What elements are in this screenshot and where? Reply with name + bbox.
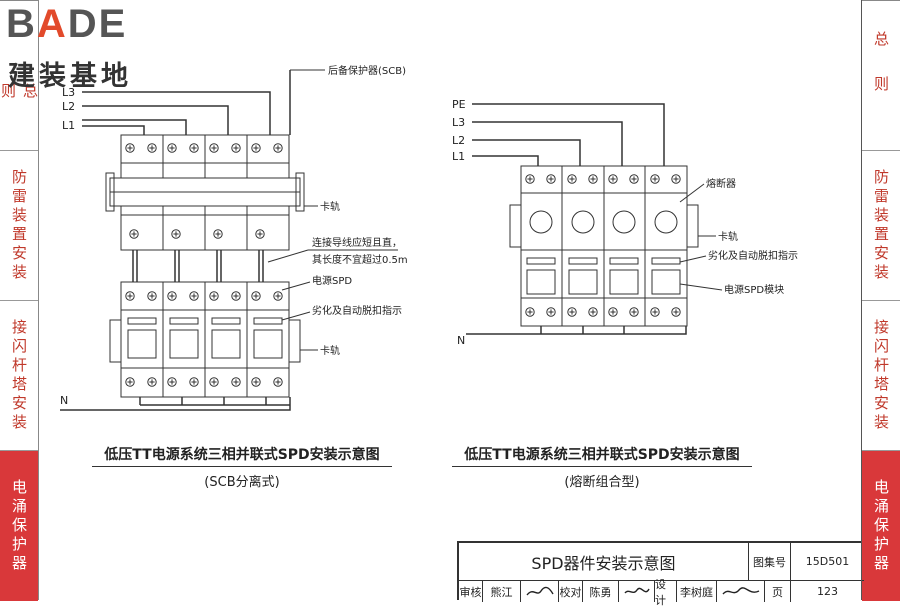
- drawing-title: SPD器件安装示意图: [459, 543, 749, 581]
- review-signature-icon: [521, 581, 559, 602]
- left-caption-subtitle: (SCB分离式): [204, 475, 280, 490]
- right-section-tower-label: 接闪杆塔安装: [872, 318, 890, 433]
- left-section-tower-label: 接闪杆塔安装: [10, 318, 28, 433]
- right-section-lightning[interactable]: 防雷装置安装: [862, 151, 900, 301]
- left-neutral-label: N: [60, 394, 68, 407]
- right-section-lightning-label: 防雷装置安装: [872, 168, 890, 283]
- left-section-general[interactable]: 总则: [0, 1, 39, 151]
- check-label: 校对: [559, 581, 583, 602]
- left-caption-title: 低压TT电源系统三相并联式SPD安装示意图: [92, 444, 392, 467]
- atlas-label: 图集号: [749, 543, 791, 581]
- left-section-lightning[interactable]: 防雷装置安装: [0, 151, 38, 301]
- left-connecting-wires: [132, 250, 264, 282]
- right-section-general-label: 总则: [872, 30, 890, 121]
- design-name: 李树庭: [677, 581, 717, 602]
- check-name: 陈勇: [583, 581, 619, 602]
- right-caption-subtitle: (熔断组合型): [564, 475, 640, 490]
- left-rail-bottom-label: 卡轨: [320, 344, 340, 357]
- right-wire-pe-label: PE: [452, 98, 466, 111]
- right-wire-l2-label: L2: [452, 134, 465, 147]
- right-section-tower[interactable]: 接闪杆塔安装: [862, 301, 900, 451]
- left-diagram: [60, 69, 398, 411]
- left-wire-note-1: 连接导线应短且直，: [312, 236, 402, 249]
- design-label: 设计: [655, 578, 677, 607]
- left-section-tower[interactable]: 接闪杆塔安装: [0, 301, 38, 451]
- left-section-general-label: 总则: [0, 83, 39, 128]
- left-section-spd[interactable]: 电涌保护器: [0, 451, 38, 601]
- left-spd-label: 电源SPD: [312, 274, 352, 287]
- left-spd-modules: [109, 281, 301, 398]
- review-name: 熊江: [483, 581, 521, 602]
- left-section-strip: 总则 防雷装置安装 接闪杆塔安装 电涌保护器: [0, 0, 39, 601]
- left-wire-l1-label: L1: [62, 119, 75, 132]
- left-wire-l2-label: L2: [62, 100, 75, 113]
- check-signature-icon: [619, 581, 655, 602]
- right-diagram-caption: 低压TT电源系统三相并联式SPD安装示意图 (熔断组合型): [452, 444, 752, 490]
- logo-subtitle: 建装基地: [8, 61, 132, 92]
- left-wire-note-2: 其长度不宜超过0.5m: [312, 253, 408, 266]
- right-wire-l3-label: L3: [452, 116, 465, 129]
- right-frame-line: [861, 0, 862, 600]
- right-rail-label: 卡轨: [718, 230, 738, 243]
- page-number: 123: [817, 585, 838, 598]
- bade-logo: BADE 建装基地: [6, 2, 176, 92]
- right-section-spd-label: 电涌保护器: [872, 478, 890, 574]
- right-wire-l1-label: L1: [452, 150, 465, 163]
- left-diagram-caption: 低压TT电源系统三相并联式SPD安装示意图 (SCB分离式): [92, 444, 392, 490]
- left-section-lightning-label: 防雷装置安装: [10, 168, 28, 283]
- left-incoming-wires: [82, 70, 291, 135]
- right-caption-title: 低压TT电源系统三相并联式SPD安装示意图: [452, 444, 752, 467]
- right-section-spd[interactable]: 电涌保护器: [862, 451, 900, 601]
- right-neutral-bus: [466, 326, 687, 335]
- right-spd-fuse-modules: [509, 165, 699, 327]
- left-neutral-bus: [60, 397, 291, 411]
- left-wire-l3-label: L3: [62, 86, 75, 99]
- right-module-label: 电源SPD模块: [724, 283, 784, 296]
- right-fuse-label: 熔断器: [706, 177, 736, 190]
- right-section-general[interactable]: 总则: [862, 1, 900, 151]
- left-rail-top-label: 卡轨: [320, 200, 340, 213]
- left-scb-label: 后备保护器(SCB): [328, 64, 406, 77]
- page-label: 页: [765, 581, 791, 602]
- atlas-number: 15D501: [791, 543, 864, 581]
- right-diagram: [466, 103, 723, 335]
- right-incoming-wires: [472, 103, 665, 166]
- review-label: 审核: [459, 581, 483, 602]
- right-neutral-label: N: [457, 334, 465, 347]
- left-indicator-label: 劣化及自动脱扣指示: [312, 304, 402, 317]
- drawing-title-block: SPD器件安装示意图 图集号 15D501 审核 熊江 校对 陈勇 设计 李树庭…: [457, 541, 864, 607]
- left-section-spd-label: 电涌保护器: [10, 478, 28, 574]
- design-signature-icon: [717, 581, 765, 602]
- right-indicator-label: 劣化及自动脱扣指示: [708, 249, 798, 262]
- logo-wordmark: BADE: [6, 2, 128, 46]
